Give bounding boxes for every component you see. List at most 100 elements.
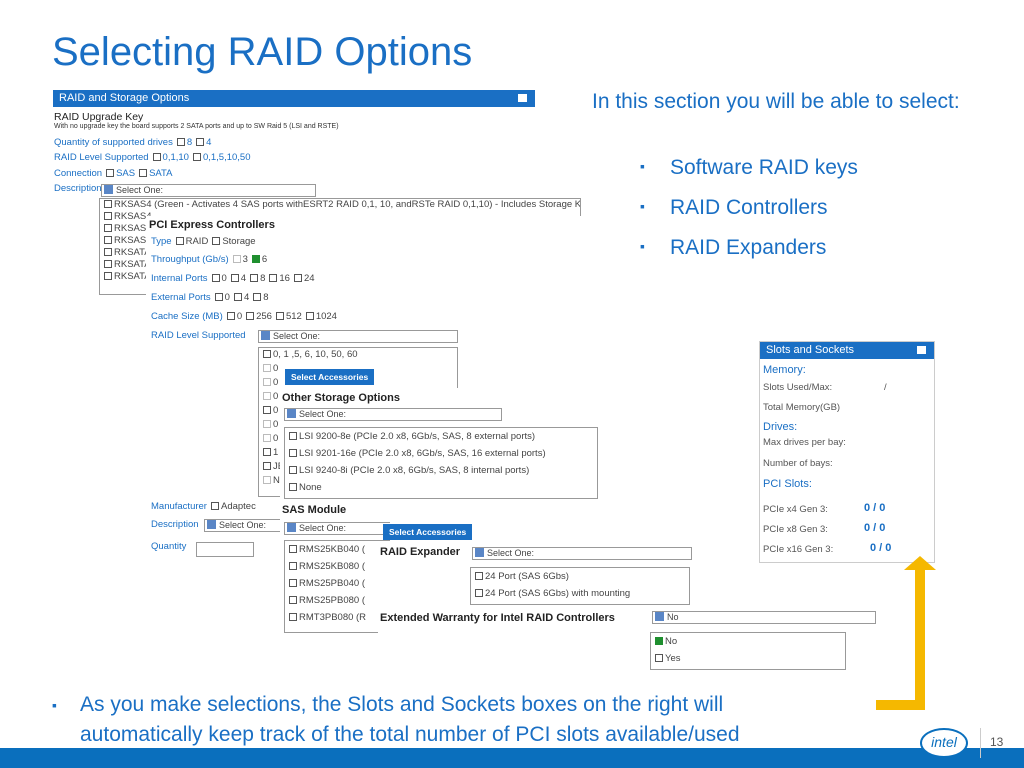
- list-item[interactable]: 0: [259, 404, 457, 418]
- checkbox-checked-icon[interactable]: [655, 637, 663, 645]
- checkbox-icon[interactable]: [250, 274, 259, 282]
- sas-module-select[interactable]: Select One:: [284, 522, 390, 535]
- checkbox-icon[interactable]: [289, 562, 297, 570]
- checkbox-icon[interactable]: [269, 274, 278, 282]
- checkbox-icon[interactable]: [263, 420, 271, 428]
- list-item[interactable]: 24 Port (SAS 6Gbs): [471, 568, 689, 585]
- checkbox-icon[interactable]: [106, 169, 115, 177]
- checkbox-icon[interactable]: [289, 613, 297, 621]
- list-item[interactable]: RKSAS8: [100, 223, 580, 235]
- checkbox-icon[interactable]: [104, 224, 112, 232]
- checkbox-icon[interactable]: [275, 312, 284, 320]
- list-item[interactable]: 0, 1 ,5, 6, 10, 50, 60: [259, 348, 457, 362]
- raid-expander-list[interactable]: 24 Port (SAS 6Gbs) 24 Port (SAS 6Gbs) wi…: [470, 567, 690, 605]
- list-item[interactable]: 0: [259, 362, 457, 376]
- checkbox-icon[interactable]: [263, 350, 271, 358]
- checkbox-icon[interactable]: [176, 138, 185, 146]
- list-item[interactable]: 24 Port (SAS 6Gbs) with mounting: [471, 585, 689, 602]
- checkbox-icon[interactable]: [214, 293, 223, 301]
- list-item[interactable]: RKSAS8: [100, 235, 580, 247]
- list-item[interactable]: 0: [259, 432, 457, 446]
- checkbox-icon[interactable]: [263, 378, 271, 386]
- checkbox-icon[interactable]: [210, 502, 219, 510]
- list-item[interactable]: RMS25KB080 (: [285, 558, 390, 575]
- list-item[interactable]: 0: [259, 376, 457, 390]
- checkbox-icon[interactable]: [289, 545, 297, 553]
- list-item[interactable]: LSI 9200-8e (PCIe 2.0 x8, 6Gb/s, SAS, 8 …: [285, 428, 597, 445]
- list-item[interactable]: No: [651, 633, 845, 650]
- checkbox-icon[interactable]: [263, 476, 271, 484]
- checkbox-icon[interactable]: [233, 293, 242, 301]
- checkbox-icon[interactable]: [289, 579, 297, 587]
- pci-raid-level-select[interactable]: Select One:: [258, 330, 458, 343]
- other-storage-list[interactable]: LSI 9200-8e (PCIe 2.0 x8, 6Gb/s, SAS, 8 …: [284, 427, 598, 499]
- checkbox-icon[interactable]: [192, 153, 201, 161]
- list-item[interactable]: RMS25PB080 (: [285, 592, 390, 609]
- checkbox-icon[interactable]: [211, 274, 220, 282]
- checkbox-icon[interactable]: [475, 589, 483, 597]
- warranty-select[interactable]: No: [652, 611, 876, 624]
- checkbox-icon[interactable]: [232, 255, 241, 263]
- checkbox-icon[interactable]: [655, 654, 663, 662]
- sas-module-list[interactable]: RMS25KB040 ( RMS25KB080 ( RMS25PB040 ( R…: [284, 540, 390, 633]
- expander-accessories-button[interactable]: Select Accessories: [383, 524, 473, 540]
- warranty-list[interactable]: No Yes: [650, 632, 846, 670]
- checkbox-icon[interactable]: [305, 312, 314, 320]
- list-item[interactable]: None: [285, 479, 597, 496]
- list-item[interactable]: RMS25KB040 (: [285, 541, 390, 558]
- checkbox-icon[interactable]: [246, 312, 255, 320]
- list-item[interactable]: RKSAS4: [100, 211, 580, 223]
- checkbox-icon[interactable]: [226, 312, 235, 320]
- checkbox-icon[interactable]: [475, 572, 483, 580]
- list-item[interactable]: RKSATA: [100, 247, 580, 259]
- checkbox-icon[interactable]: [263, 434, 271, 442]
- list-item[interactable]: RKSAS4 (Green - Activates 4 SAS ports wi…: [100, 199, 580, 211]
- list-item[interactable]: 0: [259, 418, 457, 432]
- select-accessories-button[interactable]: Select Accessories: [285, 369, 375, 385]
- list-item[interactable]: LSI 9201-16e (PCIe 2.0 x8, 6Gb/s, SAS, 1…: [285, 445, 597, 462]
- checkbox-icon[interactable]: [175, 237, 184, 245]
- list-item[interactable]: 0: [259, 390, 457, 404]
- checkbox-icon[interactable]: [289, 466, 297, 474]
- checkbox-icon[interactable]: [263, 406, 271, 414]
- checkbox-icon[interactable]: [104, 200, 112, 208]
- checkbox-icon[interactable]: [253, 293, 262, 301]
- checkbox-icon[interactable]: [230, 274, 239, 282]
- checkbox-icon[interactable]: [263, 462, 271, 470]
- checkbox-icon[interactable]: [139, 169, 148, 177]
- checkbox-icon[interactable]: [152, 153, 161, 161]
- list-item[interactable]: N: [259, 474, 457, 488]
- checkbox-icon[interactable]: [104, 248, 112, 256]
- list-item[interactable]: RKSATA: [100, 259, 580, 271]
- list-item[interactable]: RMS25PB040 (: [285, 575, 390, 592]
- checkbox-icon[interactable]: [263, 448, 271, 456]
- checkbox-icon[interactable]: [196, 138, 205, 146]
- checkbox-icon[interactable]: [104, 272, 112, 280]
- quantity-input[interactable]: [196, 542, 254, 557]
- pci-description-select[interactable]: Select One:: [204, 519, 284, 532]
- list-item[interactable]: Yes: [651, 650, 845, 667]
- list-item[interactable]: 1: [259, 446, 457, 460]
- other-storage-select[interactable]: Select One:: [284, 408, 502, 421]
- checkbox-icon[interactable]: [289, 432, 297, 440]
- list-item[interactable]: JB: [259, 460, 457, 474]
- checkbox-icon[interactable]: [104, 236, 112, 244]
- raid-expander-select[interactable]: Select One:: [472, 547, 692, 560]
- checkbox-icon[interactable]: [104, 260, 112, 268]
- checkbox-icon[interactable]: [289, 596, 297, 604]
- description-select[interactable]: Select One:: [101, 184, 316, 197]
- minimize-icon[interactable]: [917, 346, 926, 354]
- list-item[interactable]: RMT3PB080 (R: [285, 609, 390, 626]
- list-item[interactable]: LSI 9240-8i (PCIe 2.0 x8, 6Gb/s, SAS, 8 …: [285, 462, 597, 479]
- minimize-icon[interactable]: [518, 94, 527, 102]
- checkbox-icon[interactable]: [289, 449, 297, 457]
- list-item[interactable]: RKSATA: [100, 271, 580, 283]
- checkbox-icon[interactable]: [104, 212, 112, 220]
- checkbox-checked-icon[interactable]: [251, 255, 260, 263]
- checkbox-icon[interactable]: [263, 364, 271, 372]
- checkbox-icon[interactable]: [289, 483, 297, 491]
- checkbox-icon[interactable]: [293, 274, 302, 282]
- checkbox-icon[interactable]: [263, 392, 271, 400]
- checkbox-icon[interactable]: [212, 237, 221, 245]
